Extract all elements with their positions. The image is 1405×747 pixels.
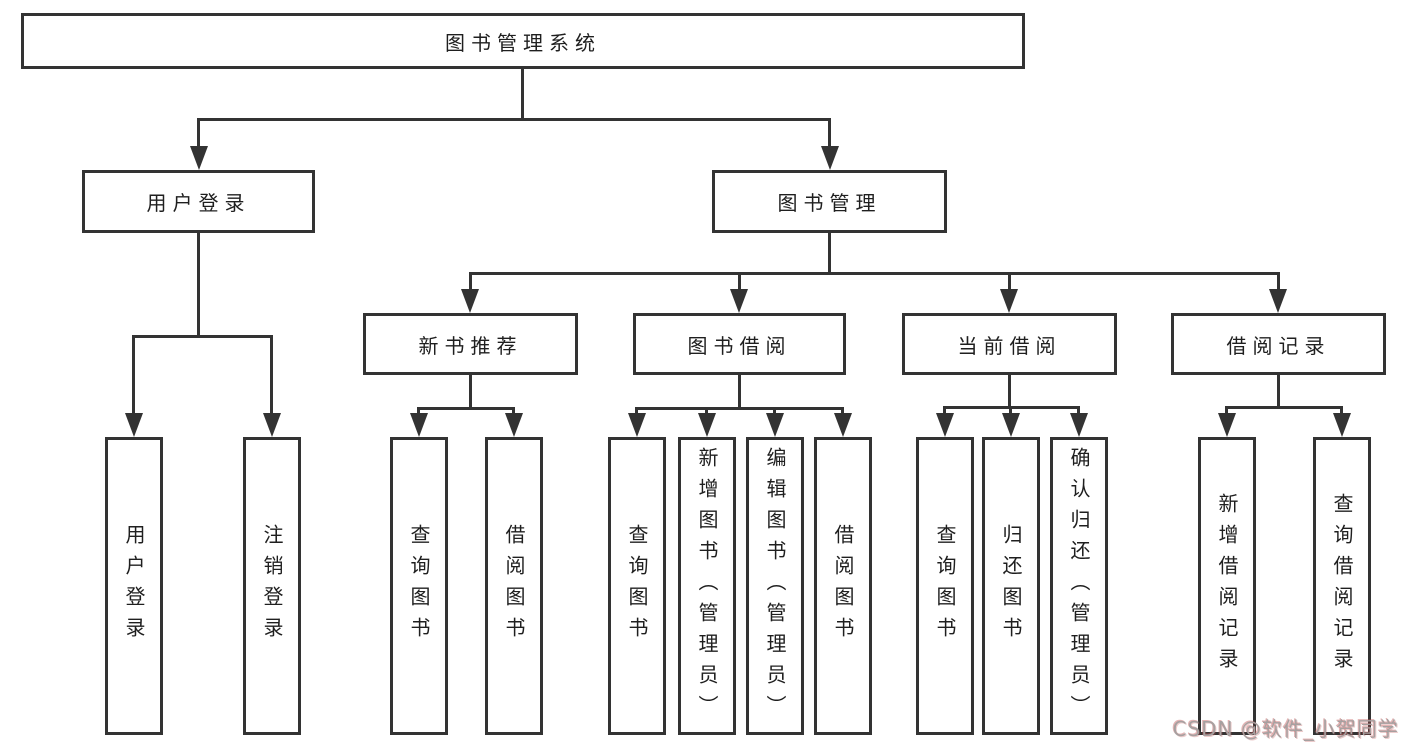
arrowhead-down-icon xyxy=(125,413,143,437)
arrowhead-down-icon xyxy=(730,289,748,313)
node-user-login: 用户登录 xyxy=(82,170,315,233)
leaf-label: 查询图书 xyxy=(625,524,649,648)
connector-branch xyxy=(635,407,844,410)
node-label: 当前借阅 xyxy=(957,333,1062,358)
leaf-borrow-books-recommend: 借阅图书 xyxy=(485,437,543,735)
connector-to-leaf xyxy=(705,407,708,417)
leaf-query-books-borrow: 查询图书 xyxy=(608,437,666,735)
csdn-watermark: CSDN @软件_小贺同学 xyxy=(1172,717,1399,741)
node-book-management-system: 图书管理系统 xyxy=(21,13,1025,69)
connector-to-leaf xyxy=(512,407,515,417)
leaf-query-books-recommend: 查询图书 xyxy=(390,437,448,735)
connector-book-management-stem xyxy=(828,233,831,275)
leaf-user-login: 用户登录 xyxy=(105,437,163,735)
leaf-label: 编辑图书（管理员） xyxy=(763,446,787,726)
connector-to-leaf xyxy=(773,407,776,417)
connector-stem xyxy=(1277,375,1280,409)
arrowhead-down-icon xyxy=(628,413,646,437)
connector-to-book-management xyxy=(828,118,831,149)
arrowhead-down-icon xyxy=(263,413,281,437)
node-label: 新书推荐 xyxy=(418,333,523,358)
node-new-book-recommend: 新书推荐 xyxy=(363,313,578,375)
arrowhead-down-icon xyxy=(834,413,852,437)
connector-to-leaf xyxy=(270,335,273,416)
connector-root-stem xyxy=(521,69,524,121)
node-label: 图书管理系统 xyxy=(445,30,601,55)
connector-to-leaf xyxy=(1340,406,1343,416)
connector-level2-branch xyxy=(469,272,1280,275)
arrowhead-down-icon xyxy=(936,413,954,437)
connector-to-borrow-records xyxy=(1277,272,1280,292)
arrowhead-down-icon xyxy=(698,413,716,437)
node-book-management: 图书管理 xyxy=(712,170,947,233)
arrowhead-down-icon xyxy=(1269,289,1287,313)
connector-user-login-stem xyxy=(197,233,200,338)
connector-to-leaf xyxy=(635,407,638,417)
leaf-label: 用户登录 xyxy=(122,524,146,648)
connector-to-current-borrow xyxy=(1008,272,1011,292)
arrowhead-down-icon xyxy=(1070,413,1088,437)
node-label: 用户登录 xyxy=(146,191,251,215)
leaf-add-borrow-record: 新增借阅记录 xyxy=(1198,437,1256,735)
arrowhead-down-icon xyxy=(1002,413,1020,437)
node-label: 图书借阅 xyxy=(687,333,792,358)
connector-to-book-borrow xyxy=(738,272,741,292)
leaf-confirm-return-admin: 确认归还（管理员） xyxy=(1050,437,1108,735)
leaf-label: 归还图书 xyxy=(999,524,1023,648)
connector-user-login-branch xyxy=(132,335,273,338)
connector-stem xyxy=(738,375,741,410)
connector-stem xyxy=(1008,375,1011,409)
connector-to-new-book xyxy=(469,272,472,292)
leaf-label: 新增借阅记录 xyxy=(1215,493,1239,679)
arrowhead-down-icon xyxy=(1218,413,1236,437)
leaf-logout: 注销登录 xyxy=(243,437,301,735)
connector-branch xyxy=(417,407,515,410)
connector-to-leaf xyxy=(417,407,420,417)
leaf-query-books-current: 查询图书 xyxy=(916,437,974,735)
arrowhead-down-icon xyxy=(190,146,208,170)
leaf-query-borrow-record: 查询借阅记录 xyxy=(1313,437,1371,735)
connector-level1-branch xyxy=(197,118,831,121)
connector-branch xyxy=(1225,406,1343,409)
leaf-label: 查询借阅记录 xyxy=(1330,493,1354,679)
connector-to-leaf xyxy=(1225,406,1228,416)
arrowhead-down-icon xyxy=(1000,289,1018,313)
arrowhead-down-icon xyxy=(410,413,428,437)
arrowhead-down-icon xyxy=(1333,413,1351,437)
leaf-label: 查询图书 xyxy=(933,524,957,648)
leaf-edit-book-admin: 编辑图书（管理员） xyxy=(746,437,804,735)
arrowhead-down-icon xyxy=(766,413,784,437)
connector-to-leaf xyxy=(943,406,946,416)
connector-to-leaf xyxy=(132,335,135,416)
node-book-borrow: 图书借阅 xyxy=(633,313,846,375)
connector-to-leaf xyxy=(1077,406,1080,416)
leaf-label: 查询图书 xyxy=(407,524,431,648)
leaf-add-book-admin: 新增图书（管理员） xyxy=(678,437,736,735)
connector-to-user-login xyxy=(197,118,200,149)
leaf-label: 注销登录 xyxy=(260,524,284,648)
leaf-label: 借阅图书 xyxy=(831,524,855,648)
leaf-label: 借阅图书 xyxy=(502,524,526,648)
arrowhead-down-icon xyxy=(461,289,479,313)
leaf-label: 新增图书（管理员） xyxy=(695,446,719,726)
connector-to-leaf xyxy=(1009,406,1012,416)
node-current-borrow: 当前借阅 xyxy=(902,313,1117,375)
leaf-return-book: 归还图书 xyxy=(982,437,1040,735)
arrowhead-down-icon xyxy=(821,146,839,170)
connector-to-leaf xyxy=(841,407,844,417)
arrowhead-down-icon xyxy=(505,413,523,437)
node-label: 借阅记录 xyxy=(1226,333,1331,358)
leaf-label: 确认归还（管理员） xyxy=(1067,446,1091,726)
node-label: 图书管理 xyxy=(777,191,882,215)
connector-stem xyxy=(469,375,472,410)
leaf-borrow-books: 借阅图书 xyxy=(814,437,872,735)
node-borrow-records: 借阅记录 xyxy=(1171,313,1386,375)
